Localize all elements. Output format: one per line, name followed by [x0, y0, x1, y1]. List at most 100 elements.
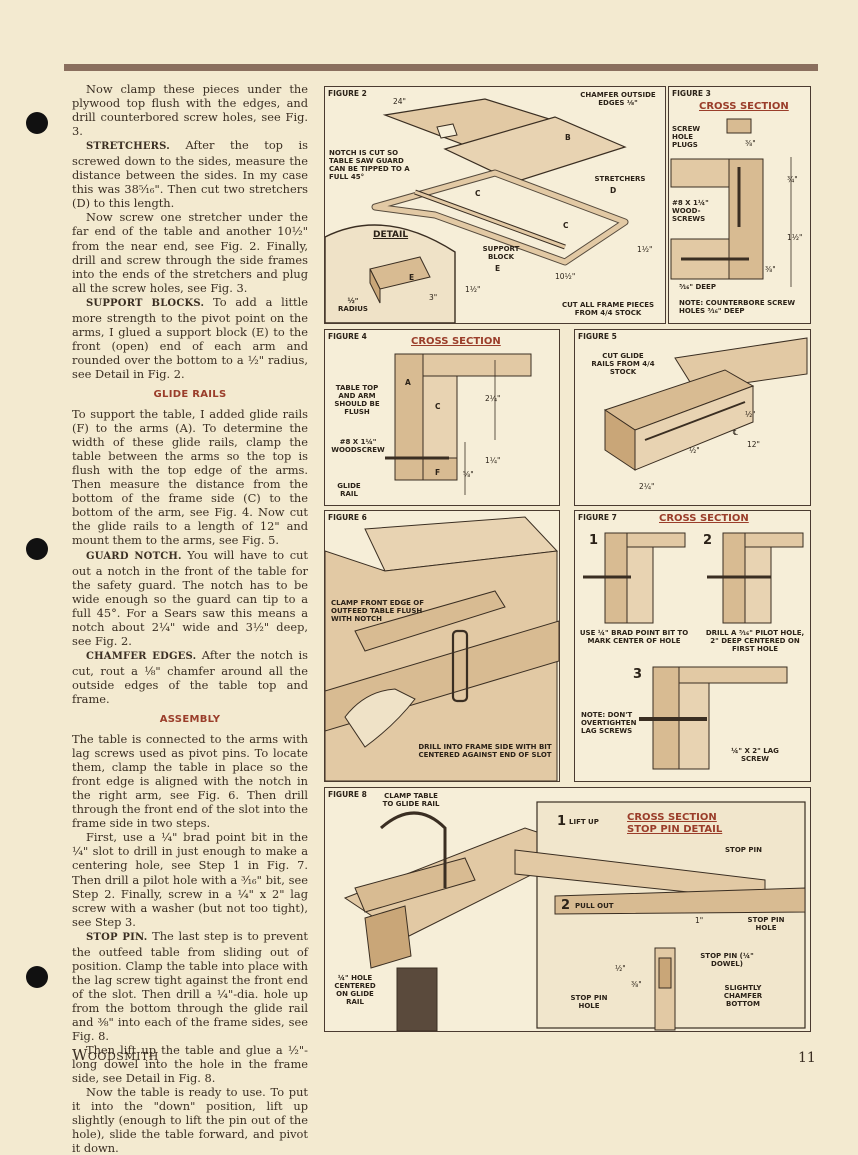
- paragraph-text: After the top is screwed down to the sid…: [72, 138, 308, 211]
- dim-5-8: ⅝": [463, 470, 474, 479]
- caption-deep: ³⁄₁₆" DEEP: [679, 283, 716, 291]
- label-c: C: [475, 189, 481, 198]
- label-d: D: [610, 186, 617, 195]
- figure-label: FIGURE 8: [328, 790, 367, 799]
- run-in-heading: CHAMFER EDGES.: [86, 650, 197, 662]
- run-in-heading: GUARD NOTCH.: [86, 550, 182, 562]
- caption-chamfer-bottom: SLIGHTLY CHAMFER BOTTOM: [723, 984, 763, 1008]
- label-a: A: [405, 378, 411, 387]
- paragraph: To support the table, I added glide rail…: [72, 407, 308, 548]
- caption-lift-up: LIFT UP: [569, 818, 599, 826]
- figure-7-drawing: [583, 532, 804, 770]
- dim-1-5-detail: 1½": [465, 285, 481, 294]
- paragraph-text: To add a little more strength to the piv…: [72, 294, 308, 381]
- figure-2-drawing: [325, 98, 629, 323]
- binder-hole-middle: [26, 538, 48, 560]
- label-e: E: [495, 264, 501, 273]
- dim-24: 24": [393, 97, 406, 106]
- figure-6-drawing: [325, 516, 559, 781]
- dim-centerline: ℄: [733, 428, 738, 437]
- figure-7: FIGURE 7 CROSS SECTION 1 2 USE ¼" BRAD P…: [574, 510, 811, 782]
- step-2: 2: [703, 533, 713, 548]
- label-f: F: [435, 468, 441, 477]
- paragraph: First, use a ¼" brad point bit in the ¼"…: [72, 830, 308, 929]
- caption-woodscrew: #8 x 1¼" WOODSCREW: [331, 438, 385, 454]
- caption-notch: NOTCH IS CUT SO TABLE SAW GUARD CAN BE T…: [329, 149, 410, 181]
- page-number: 11: [798, 1050, 816, 1066]
- figure-4-drawing: [385, 353, 532, 495]
- paragraph: Now screw one stretcher under the far en…: [72, 210, 308, 295]
- caption-woodscrews: #8 x 1¼" WOOD-SCREWS: [672, 199, 709, 223]
- figure-label: FIGURE 5: [578, 332, 617, 341]
- paragraph: CHAMFER EDGES. After the notch is cut, r…: [72, 648, 308, 706]
- paragraph: SUPPORT BLOCKS. To add a little more str…: [72, 295, 308, 381]
- caption-dowel: STOP PIN (¼" DOWEL): [700, 952, 754, 968]
- figure-label: FIGURE 3: [672, 89, 711, 98]
- caption-cut-glide-rails: CUT GLIDE RAILS FROM 4/4 STOCK: [591, 352, 655, 376]
- caption-hole-centered: ¼" HOLE CENTERED ON GLIDE RAIL: [334, 974, 376, 1006]
- dim-half-bottom: ½": [689, 446, 700, 455]
- dim-2-1-4: 2¼": [485, 394, 501, 403]
- figure-7-title: CROSS SECTION: [659, 513, 749, 524]
- dim-1-5: 1½": [637, 245, 653, 254]
- figure-5: FIGURE 5 CUT GLIDE RAILS FROM 4/4 STOCK …: [574, 329, 811, 506]
- dim-1-5: 1½": [787, 233, 803, 242]
- caption-note: NOTE: COUNTERBORE SCREW HOLES ³⁄₁₆" DEEP: [679, 299, 796, 315]
- caption-clamp-front-edge: CLAMP FRONT EDGE OF OUTFEED TABLE FLUSH …: [331, 599, 425, 623]
- caption-drill-into-frame: DRILL INTO FRAME SIDE WITH BIT CENTERED …: [418, 743, 552, 759]
- figure-label: FIGURE 2: [328, 89, 367, 98]
- figure-8: FIGURE 8 CLAMP TABLE TO GLIDE RAIL 1 LIF…: [324, 787, 811, 1032]
- detail-title: DETAIL: [373, 230, 409, 240]
- caption-chamfer: CHAMFER OUTSIDE EDGES ⅛": [580, 91, 656, 107]
- paragraph-text: After the notch is cut, rout a ⅛" chamfe…: [72, 647, 308, 706]
- caption-radius: ½" RADIUS: [338, 297, 368, 313]
- binder-hole-top: [26, 112, 48, 134]
- label-c-2: C: [563, 221, 569, 230]
- paragraph: GUARD NOTCH. You will have to cut out a …: [72, 548, 308, 648]
- dim-3-4: ¾": [787, 175, 798, 184]
- caption-clamp-table: CLAMP TABLE TO GLIDE RAIL: [382, 792, 440, 808]
- dim-2-1-4: 2¼": [639, 482, 655, 491]
- caption-stretchers: STRETCHERS: [594, 175, 646, 183]
- figure-label: FIGURE 6: [328, 513, 367, 522]
- caption-stop-pin-hole: STOP PIN HOLE: [747, 916, 785, 932]
- caption-stop-pin: STOP PIN: [725, 846, 762, 854]
- magazine-name: Woodsmith: [72, 1046, 159, 1064]
- caption-note-overtighten: NOTE: DON'T OVERTIGHTEN LAG SCREWS: [581, 711, 637, 735]
- figure-8-title-2: STOP PIN DETAIL: [627, 824, 723, 835]
- figure-3-drawing: [670, 118, 792, 287]
- caption-brad-point: USE ¼" BRAD POINT BIT TO MARK CENTER OF …: [579, 629, 689, 645]
- figure-3: FIGURE 3 CROSS SECTION SCREW HOLE PLUGS …: [668, 86, 811, 324]
- figure-8-title-1: CROSS SECTION: [627, 812, 717, 823]
- binder-hole-bottom: [26, 966, 48, 988]
- caption-pilot-hole: DRILL A ³⁄₁₆" PILOT HOLE, 2" DEEP CENTER…: [705, 629, 805, 653]
- dim-half: ½": [615, 964, 626, 973]
- figure-4-title: CROSS SECTION: [411, 336, 501, 347]
- caption-glide-rail: GLIDE RAIL: [337, 482, 361, 498]
- caption-support-block: SUPPORT BLOCK: [482, 245, 520, 261]
- run-in-heading: STOP PIN.: [86, 931, 148, 943]
- paragraph-text: The last step is to prevent the outfeed …: [72, 928, 308, 1044]
- dim-half-top: ½": [745, 410, 756, 419]
- dim-12: 12": [747, 440, 760, 449]
- paragraph: STRETCHERS. After the top is screwed dow…: [72, 138, 308, 210]
- caption-stop-pin-hole-bottom: STOP PIN HOLE: [570, 994, 608, 1010]
- dim-3-8-top: ⅜": [745, 139, 756, 148]
- paragraph: STOP PIN. The last step is to prevent th…: [72, 929, 308, 1043]
- paragraph: Now the table is ready to use. To put it…: [72, 1085, 308, 1155]
- caption-cut-all: CUT ALL FRAME PIECES FROM 4/4 STOCK: [561, 301, 655, 317]
- top-rule: [64, 64, 818, 71]
- label-c: C: [435, 402, 441, 411]
- dim-10-5: 10½": [555, 272, 576, 281]
- step-lift-number: 1: [557, 814, 567, 829]
- figure-label: FIGURE 4: [328, 332, 367, 341]
- paragraph: Now clamp these pieces under the plywood…: [72, 82, 308, 139]
- step-3: 3: [633, 667, 643, 682]
- dim-1-1-4: 1¼": [485, 456, 501, 465]
- figure-8-drawing: [343, 801, 806, 1031]
- caption-lag-screw: ¼" x 2" LAG SCREW: [731, 747, 779, 763]
- figure-2: FIGURE 2 24" CHAMFER OUTSIDE EDGES ⅛" NO…: [324, 86, 666, 324]
- run-in-heading: SUPPORT BLOCKS.: [86, 297, 205, 309]
- paragraph: Then lift up the table and glue a ½"-lon…: [72, 1043, 308, 1086]
- figure-5-drawing: [603, 337, 808, 471]
